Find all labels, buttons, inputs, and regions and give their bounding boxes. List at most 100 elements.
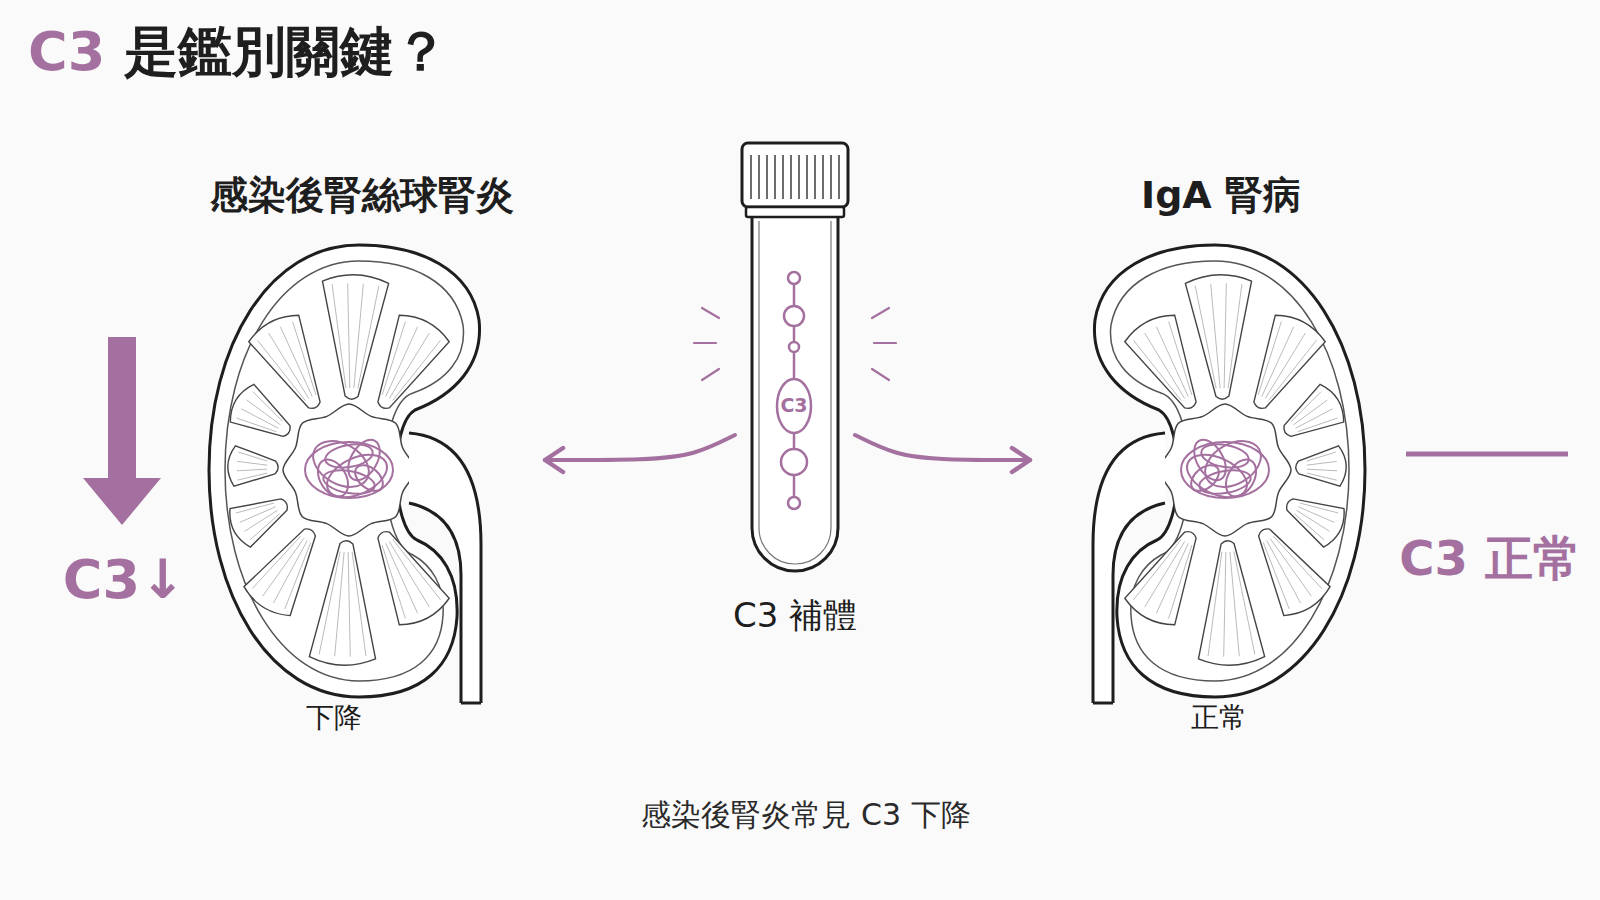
sparkle-mark [694,342,716,344]
renal-pyramid [1296,446,1346,486]
renal-pyramid [230,499,288,547]
disease-heading: 感染後腎絲球腎炎 [210,173,514,219]
tube-body [752,215,838,571]
pyramid-hatch [1291,392,1321,422]
c3-status-text: 正常 [1191,701,1247,735]
capillary-loop [1188,434,1233,485]
capillary-loop [1186,460,1223,496]
renal-pyramid [1198,541,1264,665]
ureter-wall [1093,433,1165,703]
sparkle-mark [874,342,896,344]
pyramid-hatch [393,539,441,599]
arrow-connector [855,435,1030,460]
renal-pyramid [1125,532,1196,625]
renal-pyramid [249,315,320,408]
pyramid-hatch [386,543,418,613]
chain-bead [788,272,800,284]
pyramid-hatch [269,333,309,399]
pyramid-hatch [1224,552,1226,657]
node-shape [1030,165,1412,735]
cap-rib [838,155,839,199]
pyramid-hatch [352,552,366,656]
capillary-loop [1197,467,1252,498]
pyramid-hatch [1208,552,1222,656]
tube-inner-wall [759,221,831,564]
pyramid-hatch [1234,552,1255,655]
renal-pyramid [322,275,388,399]
ureter-wall [409,433,481,703]
pyramid-hatch [237,461,267,465]
renal-pyramid [1185,275,1251,399]
pyramid-hatch [1258,322,1281,395]
chain-bead [788,497,800,509]
pyramid-hatch [354,284,363,388]
node-shape [180,165,545,735]
capillary-loop [312,454,355,502]
renal-pyramid [1125,315,1196,408]
pyramid-hatch [1293,400,1327,425]
pyramid-hatch [240,507,276,523]
renal-pyramid [378,315,449,408]
pyramid-hatch [335,552,344,656]
pyramid-hatch [238,452,267,461]
tube-c3-text: C3 [780,394,807,417]
tube-cap [742,143,848,207]
c3-decrease-label: C3↓ [63,548,185,613]
pyramid-hatch [237,469,267,471]
pyramid-hatch [280,327,312,397]
c3-status-text: 下降 [306,701,362,735]
glomerulus-tuft [305,432,394,506]
pyramid-hatch [348,552,350,657]
node-shape [735,135,855,635]
capillary-loop [1220,454,1263,502]
tube-cap-lip [746,207,844,217]
arrow-connector [545,435,735,460]
pyramid-hatch [1228,284,1242,388]
pyramid-hatch [1269,340,1317,400]
normal-level-line [1406,452,1568,457]
pyramid-hatch [263,538,304,596]
pyramid-hatch [382,545,405,618]
pyramid-hatch [1262,327,1294,397]
chain-bead [789,342,799,352]
ureter-fill [1093,433,1165,703]
capillary-loop [320,446,393,506]
pyramid-hatch [1230,552,1239,656]
renal-pyramid [378,532,449,625]
pyramid-hatch [1265,333,1305,399]
c3-normal-label: C3 正常 [1399,530,1580,588]
capillary-loop [342,434,387,485]
diagram-title: C3 是鑑別關鍵？ [28,20,448,85]
renal-pyramid [1287,499,1345,547]
pyramid-hatch [389,541,429,607]
connector-group [545,435,735,460]
pyramid-hatch [389,333,429,399]
pyramid-hatch [358,286,379,389]
pyramid-hatch [1267,541,1301,603]
pyramid-hatch [247,400,281,425]
chain-bead [781,449,807,475]
renal-pyramid [1254,315,1325,408]
pyramid-hatch [1307,461,1337,465]
pyramid-hatch [1307,452,1336,461]
pyramid-hatch [1273,536,1321,588]
pyramid-hatch [1300,503,1338,513]
pyramid-hatch [332,284,346,388]
cap-rib [758,155,759,199]
kidney-illustration [1093,245,1365,703]
connector-group [855,435,1030,460]
renal-sinus [1159,404,1291,536]
renal-pyramid [228,446,278,486]
sparkle-mark [702,308,719,318]
capillary-loop [321,467,376,498]
pyramid-hatch [293,322,316,395]
pyramid-hatch [1307,473,1337,480]
pyramid-hatch [237,473,267,480]
pyramid-hatch [382,322,405,395]
pyramid-hatch [1298,418,1338,432]
renal-sinus [283,404,415,536]
pyramid-hatch [250,514,280,540]
cap-rib [830,155,831,199]
disease-heading: IgA 腎病 [1141,173,1301,219]
